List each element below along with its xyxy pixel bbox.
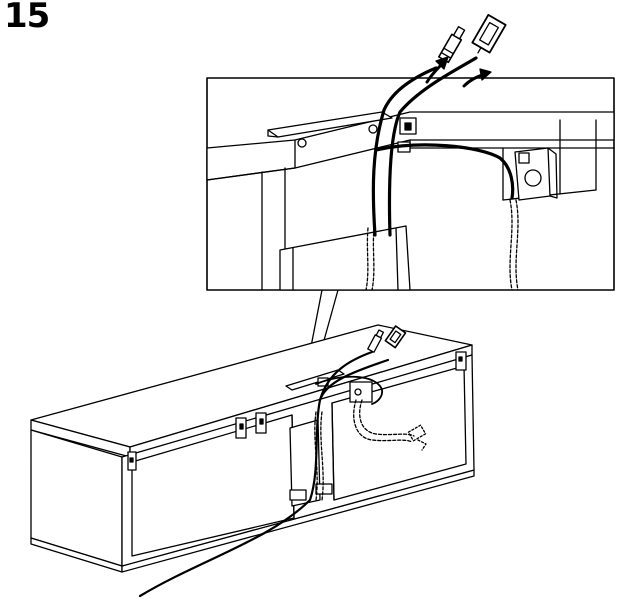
- connector-coax: [438, 25, 466, 64]
- detail-top-rail-front-edge: [206, 167, 296, 181]
- screw-icon: [458, 356, 463, 362]
- detail-cable-right: [387, 56, 478, 237]
- detail-wall-bracket-tab: [518, 152, 530, 164]
- connector-scart: [384, 325, 407, 349]
- cable-cover-clip: [289, 489, 307, 501]
- detail-hidden-cable: [515, 199, 519, 291]
- arrow-up-right-icon: [435, 56, 449, 70]
- screw-icon: [368, 124, 378, 134]
- detail-cable-left: [371, 66, 438, 237]
- cabinet-divider: [331, 402, 335, 501]
- connector-scart: [471, 13, 507, 54]
- arrow-up-right-icon: [479, 68, 492, 81]
- detail-bracket-plate: [267, 111, 393, 138]
- top-rail-bracket: [285, 369, 345, 391]
- hidden-cable: [353, 399, 413, 443]
- hidden-connector: [407, 424, 427, 451]
- screw-icon: [239, 423, 244, 430]
- detail-cable-cover-edge: [395, 227, 399, 291]
- detail-cable-cover: [279, 225, 411, 291]
- detail-wall-bracket-hole: [524, 169, 542, 187]
- cable-loop: [315, 375, 384, 405]
- cable-cover-panel: [289, 419, 321, 507]
- detail-hidden-cable: [509, 199, 513, 291]
- cable-cover-clip: [315, 483, 333, 495]
- step-number: 15: [4, 0, 50, 36]
- detail-cable-clip-slot: [404, 122, 412, 131]
- connector-coax: [367, 329, 385, 353]
- main-cable: [138, 350, 374, 598]
- wall-bracket-hole: [354, 388, 362, 396]
- detail-callout: [206, 13, 615, 363]
- screw-icon: [129, 457, 134, 463]
- hidden-cable: [320, 411, 324, 501]
- tv-bench-cabinet: [30, 324, 475, 598]
- detail-wall-bracket-flange: [547, 147, 558, 199]
- screw-icon: [259, 418, 264, 425]
- detail-cable-loop: [374, 143, 515, 200]
- detail-hidden-cable: [365, 227, 369, 291]
- detail-bracket-edge: [267, 129, 279, 138]
- hidden-cable: [359, 399, 415, 437]
- detail-frame: [206, 77, 615, 291]
- screw-icon: [297, 138, 307, 148]
